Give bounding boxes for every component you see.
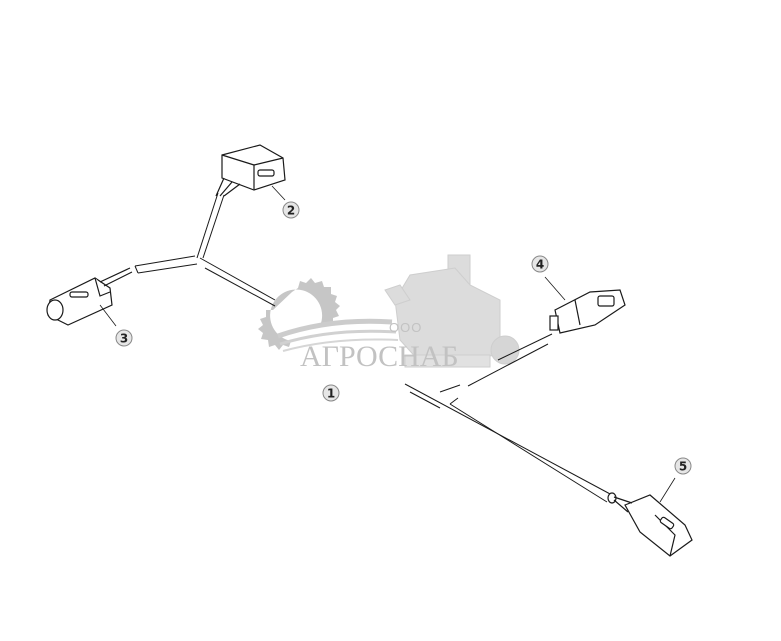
callout-5-label: 5	[679, 460, 687, 474]
callout-1-label: 1	[327, 387, 335, 401]
harness-cable	[134, 192, 613, 503]
callout-2[interactable]: 2	[282, 201, 300, 219]
connector-2[interactable]	[215, 144, 286, 201]
callout-2-label: 2	[287, 204, 295, 218]
callout-5[interactable]: 5	[674, 457, 692, 475]
watermark-logo: ООО АГРОСНАБ	[258, 254, 520, 373]
connector-5[interactable]	[607, 477, 693, 557]
gear-icon	[258, 278, 340, 350]
watermark-prefix: ООО	[389, 320, 422, 335]
callout-3[interactable]: 3	[115, 329, 133, 347]
callout-4-label: 4	[536, 258, 544, 272]
harvester-icon	[384, 254, 520, 368]
callout-4[interactable]: 4	[531, 255, 549, 273]
watermark-brand: АГРОСНАБ	[300, 340, 459, 373]
callout-3-label: 3	[120, 332, 128, 346]
connector-4[interactable]	[544, 276, 626, 334]
callout-1[interactable]: 1	[322, 384, 340, 402]
connector-3[interactable]	[46, 267, 133, 327]
